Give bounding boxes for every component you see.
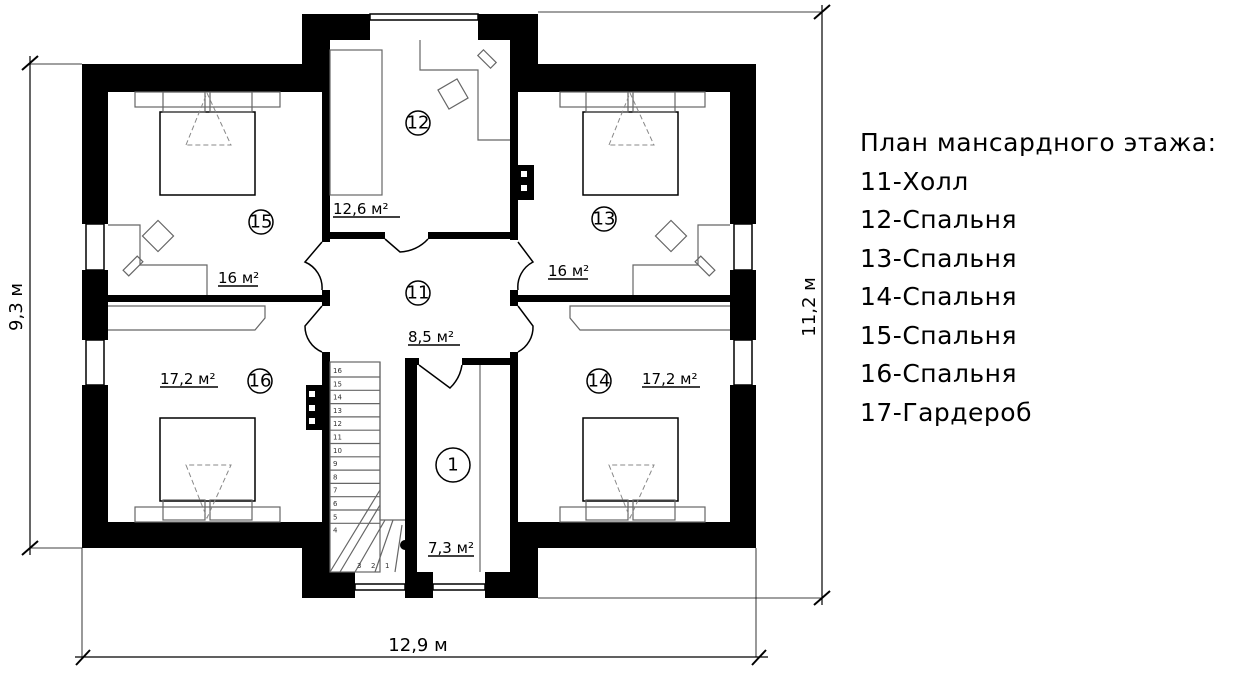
svg-text:13: 13 [593, 209, 616, 230]
vent-blocks [306, 165, 534, 430]
interior-walls [98, 40, 730, 572]
stair-step-number: 7 [333, 487, 337, 495]
bed-room-15 [134, 91, 281, 196]
stair-step-number: 12 [333, 420, 342, 428]
outer-walls [82, 14, 756, 598]
stair-step-number: 9 [333, 460, 337, 468]
doors [303, 238, 535, 389]
stair-step-number: 5 [333, 513, 337, 521]
legend-item: 17-Гардероб [860, 397, 1033, 427]
room-11-label: 11 8,5 м² [405, 280, 460, 346]
svg-text:12,6 м²: 12,6 м² [333, 200, 389, 218]
stair-step-number: 13 [333, 407, 342, 415]
room-15-label: 15 16 м² [218, 209, 274, 287]
svg-text:14: 14 [588, 371, 611, 392]
desk-room-15 [108, 219, 208, 295]
svg-text:8,5 м²: 8,5 м² [408, 328, 454, 346]
svg-text:1: 1 [447, 455, 458, 476]
desk-room-13 [632, 219, 730, 295]
windows [85, 13, 753, 591]
legend-item: 16-Спальня [860, 359, 1018, 388]
bed-room-16 [108, 305, 281, 523]
bed-room-13 [559, 91, 706, 196]
stair-step-number: 11 [333, 434, 342, 442]
legend-item: 14-Спальня [860, 282, 1018, 311]
svg-text:17,2 м²: 17,2 м² [642, 370, 698, 388]
stair-step-number: 1 [385, 562, 389, 570]
stair-step-number: 6 [333, 500, 338, 508]
stair-step-number: 10 [333, 447, 342, 455]
stair-step-number: 8 [333, 473, 337, 481]
room-13-label: 13 16 м² [548, 206, 617, 280]
room-12-label: 12 12,6 м² [333, 110, 431, 218]
width-dimension: 12,9 м [388, 635, 447, 656]
svg-text:7,3 м²: 7,3 м² [428, 539, 474, 557]
svg-text:15: 15 [250, 212, 273, 233]
legend-item: 13-Спальня [860, 243, 1018, 273]
legend: План мансардного этажа: 11-Холл 12-Спаль… [860, 124, 1217, 432]
svg-text:12: 12 [407, 113, 430, 134]
height-left-dimension: 9,3 м [6, 283, 27, 331]
svg-text:16: 16 [249, 371, 272, 392]
height-right-dimension: 11,2 м [799, 277, 820, 336]
bed-room-14 [559, 305, 730, 523]
furniture-room-12 [329, 40, 510, 196]
stair-step-number: 16 [333, 367, 342, 375]
stair-step-number: 2 [371, 562, 375, 570]
stair-step-number: 3 [357, 562, 361, 570]
legend-item: 12-Спальня [860, 205, 1018, 234]
legend-title: План мансардного этажа: [860, 128, 1217, 157]
legend-item: 15-Спальня [860, 320, 1018, 350]
room-14-label: 14 17,2 м² [586, 368, 700, 394]
legend-item: 11-Холл [860, 166, 969, 196]
svg-text:17,2 м²: 17,2 м² [160, 370, 216, 388]
svg-text:16 м²: 16 м² [218, 269, 259, 287]
stair-step-number: 14 [333, 394, 342, 402]
room-1-label: 1 7,3 м² [428, 447, 474, 557]
stair-step-number: 15 [333, 380, 342, 388]
stair-step-number: 4 [333, 527, 338, 535]
staircase: 16 15 14 13 12 11 10 9 8 7 6 5 4 3 2 1 [329, 361, 410, 573]
svg-text:16 м²: 16 м² [548, 262, 589, 280]
svg-text:11: 11 [407, 283, 430, 304]
dimension-lines [21, 4, 831, 666]
room-16-label: 16 17,2 м² [160, 368, 273, 394]
